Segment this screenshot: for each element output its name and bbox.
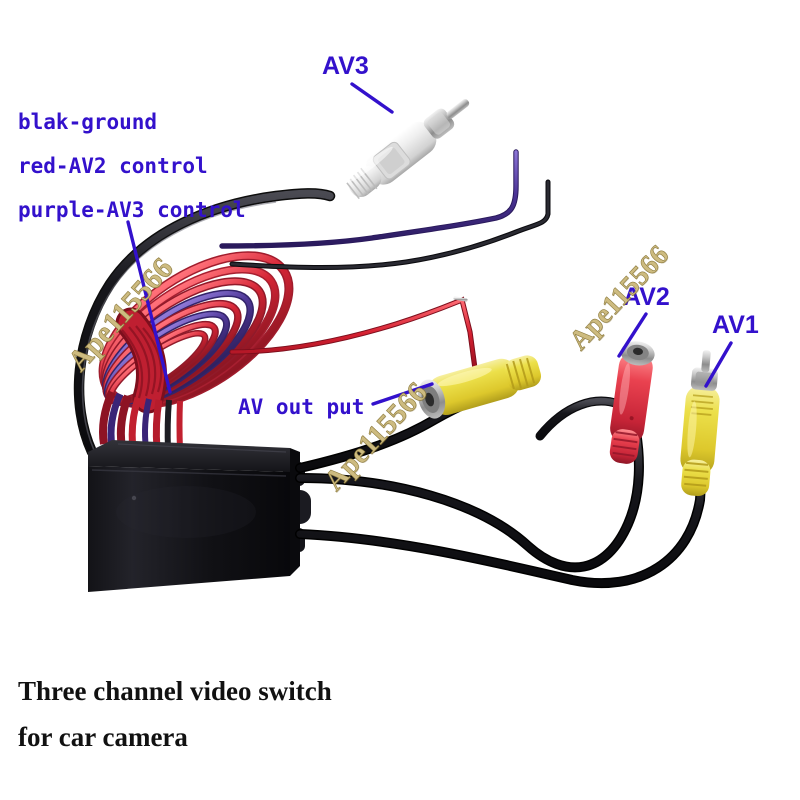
legend-line-av2: red-AV2 control: [18, 154, 208, 178]
callout-label-av1: AV1: [712, 311, 759, 339]
legend-line-av3: purple-AV3 control: [18, 198, 246, 222]
connector-av2: [609, 341, 655, 464]
pointer-av1: [704, 341, 733, 388]
switch-box: [88, 440, 311, 592]
callout-label-av-out-put: AV out put: [238, 395, 365, 419]
connector-av-out: [417, 355, 542, 419]
cable-av2: [295, 427, 644, 573]
callout-label-av3: AV3: [322, 52, 369, 80]
wire-ground-free-end: [229, 176, 551, 270]
pointer-legend: [126, 220, 172, 394]
cable-av1: [295, 463, 707, 589]
wire-av2-red: [229, 296, 479, 379]
pointer-av-out-put: [371, 382, 434, 406]
coil-tie: [115, 307, 167, 414]
pointer-av2: [617, 312, 648, 358]
callout-label-av2: AV2: [623, 283, 670, 311]
callout-pointers: [126, 82, 733, 406]
caption-line-2: for car camera: [18, 722, 188, 752]
wire-av3-purple: [219, 146, 519, 249]
legend-line-ground: blak-ground: [18, 110, 158, 134]
wire-ground-black: [73, 188, 336, 458]
caption-line-1: Three channel video switch: [18, 676, 332, 706]
wire-coil: [98, 251, 294, 451]
pointer-av3: [350, 82, 394, 114]
connector-av3: [346, 99, 470, 200]
connector-av1: [680, 350, 720, 497]
cable-loop: [535, 396, 623, 441]
